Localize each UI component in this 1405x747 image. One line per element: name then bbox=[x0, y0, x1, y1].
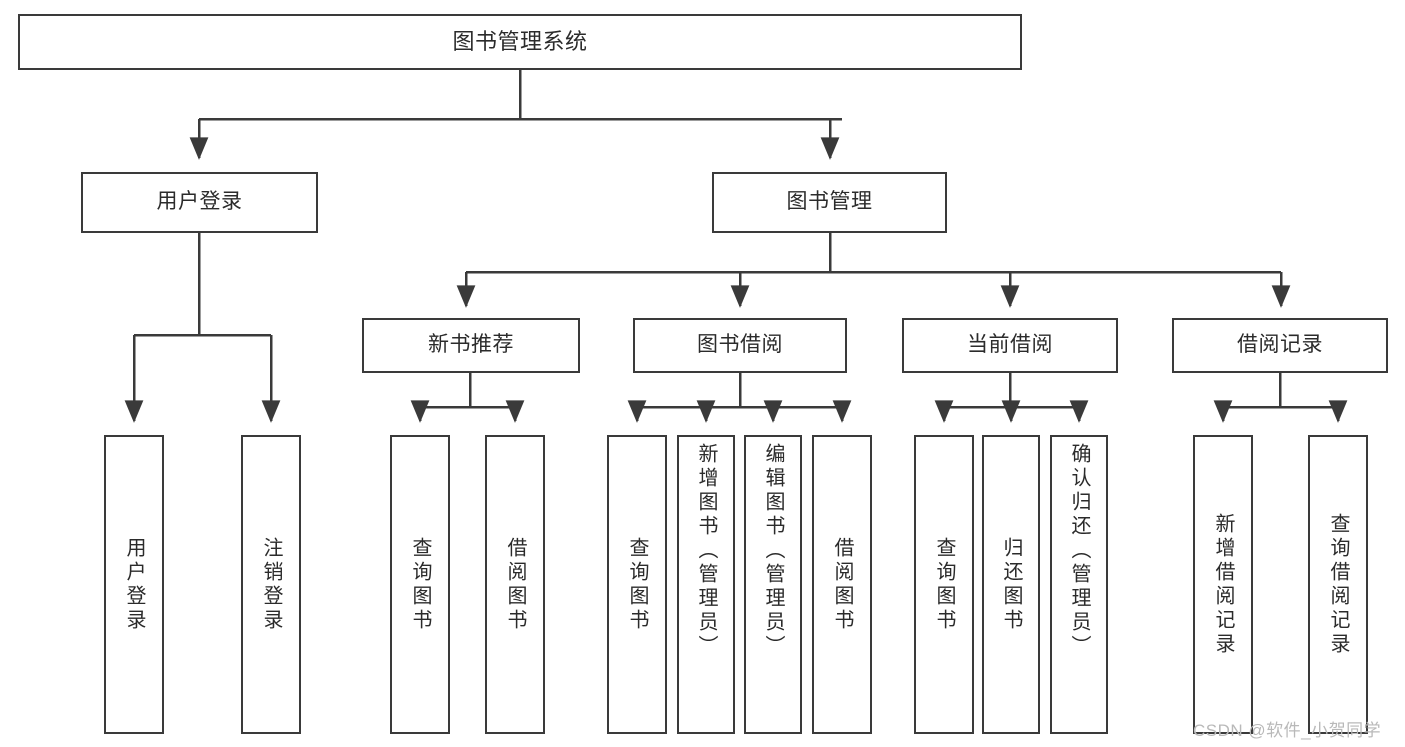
node-leaf-borrow-book-2-label: 借阅图书 bbox=[831, 536, 853, 633]
node-leaf-query-book-3[interactable]: 查询图书 bbox=[914, 435, 974, 734]
node-leaf-add-book[interactable]: 新增图书（管理员） bbox=[677, 435, 735, 734]
node-leaf-query-record-label: 查询借阅记录 bbox=[1327, 512, 1349, 657]
node-leaf-logout[interactable]: 注销登录 bbox=[241, 435, 301, 734]
node-leaf-confirm-return[interactable]: 确认归还（管理员） bbox=[1050, 435, 1108, 734]
node-leaf-edit-book[interactable]: 编辑图书（管理员） bbox=[744, 435, 802, 734]
node-new-book-rec[interactable]: 新书推荐 bbox=[362, 318, 580, 373]
node-book-borrow-label: 图书借阅 bbox=[697, 333, 783, 357]
node-leaf-edit-book-label: 编辑图书（管理员） bbox=[762, 443, 784, 659]
node-current-borrow[interactable]: 当前借阅 bbox=[902, 318, 1118, 373]
node-user-login[interactable]: 用户登录 bbox=[81, 172, 318, 233]
node-leaf-logout-label: 注销登录 bbox=[260, 536, 282, 633]
node-root-label: 图书管理系统 bbox=[452, 29, 588, 55]
node-leaf-return-book[interactable]: 归还图书 bbox=[982, 435, 1040, 734]
node-borrow-record-label: 借阅记录 bbox=[1237, 333, 1323, 357]
node-current-borrow-label: 当前借阅 bbox=[967, 333, 1053, 357]
node-new-book-rec-label: 新书推荐 bbox=[428, 333, 514, 357]
watermark-text: CSDN @软件_小贺同学 bbox=[1193, 721, 1382, 740]
node-leaf-borrow-book-1[interactable]: 借阅图书 bbox=[485, 435, 545, 734]
node-leaf-query-book-1-label: 查询图书 bbox=[409, 536, 431, 633]
node-book-manage[interactable]: 图书管理 bbox=[712, 172, 947, 233]
node-leaf-user-login[interactable]: 用户登录 bbox=[104, 435, 164, 734]
node-leaf-query-book-1[interactable]: 查询图书 bbox=[390, 435, 450, 734]
node-leaf-add-record-label: 新增借阅记录 bbox=[1212, 512, 1234, 657]
node-book-borrow[interactable]: 图书借阅 bbox=[633, 318, 847, 373]
node-leaf-add-book-label: 新增图书（管理员） bbox=[695, 443, 717, 659]
node-book-manage-label: 图书管理 bbox=[786, 190, 873, 214]
node-leaf-query-record[interactable]: 查询借阅记录 bbox=[1308, 435, 1368, 734]
node-leaf-query-book-2[interactable]: 查询图书 bbox=[607, 435, 667, 734]
node-leaf-user-login-label: 用户登录 bbox=[123, 536, 145, 633]
node-leaf-confirm-return-label: 确认归还（管理员） bbox=[1068, 443, 1090, 659]
node-leaf-return-book-label: 归还图书 bbox=[1000, 536, 1022, 633]
node-leaf-query-book-3-label: 查询图书 bbox=[933, 536, 955, 633]
node-leaf-add-record[interactable]: 新增借阅记录 bbox=[1193, 435, 1253, 734]
node-borrow-record[interactable]: 借阅记录 bbox=[1172, 318, 1388, 373]
node-leaf-borrow-book-2[interactable]: 借阅图书 bbox=[812, 435, 872, 734]
node-leaf-query-book-2-label: 查询图书 bbox=[626, 536, 648, 633]
node-root[interactable]: 图书管理系统 bbox=[18, 14, 1022, 70]
node-user-login-label: 用户登录 bbox=[156, 190, 243, 214]
node-leaf-borrow-book-1-label: 借阅图书 bbox=[504, 536, 526, 633]
